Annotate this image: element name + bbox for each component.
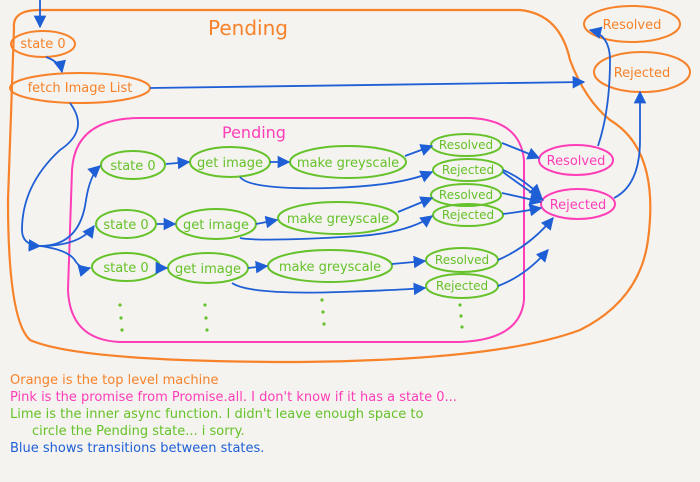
row-2-state0-node	[95, 209, 157, 239]
fetch-to-inner-arrow	[21, 102, 79, 252]
row-2-greyscale-label: make greyscale	[287, 212, 389, 227]
outer-pending-boundary	[6, 8, 652, 364]
inner-to-row2-arrow	[39, 224, 95, 247]
outer-resolved-label: Resolved	[603, 18, 662, 33]
promise-all-resolved-label: Resolved	[547, 154, 606, 169]
inner-rejected-to-outer-rejected-arrow	[613, 90, 647, 199]
row-2-get-image-label: get image	[183, 218, 249, 233]
row-1-greyscale-label: make greyscale	[297, 156, 399, 171]
outer-state0-node	[10, 30, 76, 58]
row-2-rejected-label: Rejected	[442, 208, 494, 222]
promise-all-pending-boundary	[66, 117, 525, 343]
outer-pending-label: Pending	[208, 16, 288, 40]
row-2-state0-label: state 0	[103, 218, 148, 233]
row-3-greyscale-label: make greyscale	[279, 260, 381, 275]
row-2-rejected-node	[432, 203, 504, 227]
async-row-3: state 0 get image make greyscale Resolve…	[91, 247, 499, 299]
row-3-state0-label: state 0	[103, 261, 148, 276]
state0-to-fetch-arrow	[45, 56, 66, 74]
row-1-resolved-label: Resolved	[439, 138, 493, 152]
outer-state0-label: state 0	[20, 37, 65, 52]
row-1-rejected-label: Rejected	[442, 163, 494, 177]
async-row-2: state 0 get image make greyscale Resolve…	[95, 183, 504, 240]
note-blue: Blue shows transitions between states.	[10, 441, 265, 456]
note-pink: Pink is the promise from Promise.all. I …	[10, 390, 457, 405]
row-3-resolved-label: Resolved	[435, 253, 489, 267]
note-orange: Orange is the top level machine	[10, 373, 219, 388]
row-2-resolved-node	[430, 183, 502, 207]
outer-rejected-label: Rejected	[614, 66, 671, 81]
async-row-1: state 0 get image make greyscale Resolve…	[100, 133, 504, 182]
row-3-rejected-label: Rejected	[436, 279, 488, 293]
inner-to-row1-arrow	[39, 165, 101, 247]
outer-resolved-node	[583, 5, 681, 43]
promise-all-resolved-node	[538, 144, 614, 176]
row-3-get-image-label: get image	[175, 262, 241, 277]
fetch-image-list-label: fetch Image List	[28, 81, 133, 96]
promise-all-pending-label: Pending	[222, 123, 286, 142]
legend-notes: Orange is the top level machine Pink is …	[10, 372, 690, 457]
note-lime-2: circle the Pending state... i sorry.	[32, 424, 245, 439]
promise-all-rejected-label: Rejected	[550, 198, 607, 213]
inner-resolved-to-outer-resolved-arrow	[588, 26, 611, 147]
inner-to-row3-arrow	[39, 245, 92, 277]
row-1-state0-node	[100, 150, 166, 180]
row-1-get-image-label: get image	[197, 156, 263, 171]
note-lime-1: Lime is the inner async function. I didn…	[10, 407, 424, 422]
state-machine-diagram: Pending state 0 fetch Image List Resolve…	[6, 0, 691, 364]
more-rows-ellipsis	[118, 298, 464, 332]
row-1-state0-label: state 0	[110, 159, 155, 174]
fetch-to-outer-resolved-arrow	[149, 75, 586, 89]
row-2-resolved-label: Resolved	[439, 188, 493, 202]
transitions	[21, 0, 647, 296]
